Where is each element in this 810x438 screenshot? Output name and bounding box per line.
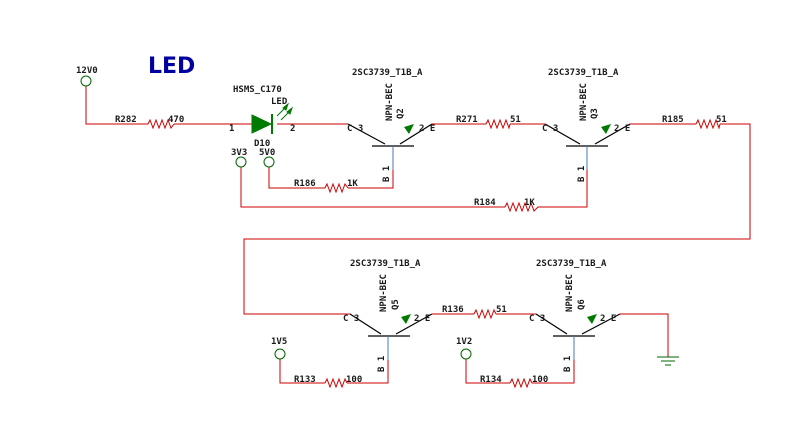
svg-text:1V2: 1V2 xyxy=(456,337,472,347)
svg-text:NPN-BEC: NPN-BEC xyxy=(579,83,589,121)
svg-text:1V5: 1V5 xyxy=(271,337,287,347)
resistor-r185: R185 51 xyxy=(662,115,727,130)
svg-text:12V0: 12V0 xyxy=(76,66,98,76)
svg-text:B 1: B 1 xyxy=(577,166,587,182)
power-1v2: 1V2 xyxy=(456,337,472,360)
svg-text:2SC3739_T1B_A: 2SC3739_T1B_A xyxy=(352,68,423,78)
transistor-q2: 2SC3739_T1B_A NPN-BEC Q2 C 3 2 E B 1 xyxy=(347,68,435,182)
svg-text:2 E: 2 E xyxy=(414,314,430,324)
led-ref: D10 xyxy=(254,139,270,149)
resistor-r184: R184 1K xyxy=(474,198,539,213)
svg-text:1K: 1K xyxy=(524,198,535,208)
svg-text:NPN-BEC: NPN-BEC xyxy=(385,83,395,121)
svg-text:2 E: 2 E xyxy=(614,124,630,134)
svg-text:1K: 1K xyxy=(347,179,358,189)
svg-text:2SC3739_T1B_A: 2SC3739_T1B_A xyxy=(536,259,607,269)
svg-text:51: 51 xyxy=(510,115,521,125)
svg-text:R133: R133 xyxy=(294,375,316,385)
svg-text:R271: R271 xyxy=(456,115,478,125)
led-pin1: 1 xyxy=(229,124,234,134)
svg-text:Q5: Q5 xyxy=(391,299,401,310)
svg-text:B 1: B 1 xyxy=(563,356,573,372)
svg-text:470: 470 xyxy=(168,115,184,125)
ground-icon xyxy=(657,356,679,366)
svg-text:C 3: C 3 xyxy=(529,314,545,324)
svg-text:51: 51 xyxy=(716,115,727,125)
svg-text:Q2: Q2 xyxy=(396,108,406,119)
led-d10: HSMS_C170 LED D10 1 2 xyxy=(229,85,295,149)
svg-text:2 E: 2 E xyxy=(419,124,435,134)
svg-text:R134: R134 xyxy=(480,375,502,385)
resistor-r133: R133 100 xyxy=(294,375,362,389)
power-1v5: 1V5 xyxy=(271,337,287,360)
svg-text:R184: R184 xyxy=(474,198,496,208)
svg-text:C 3: C 3 xyxy=(542,124,558,134)
svg-text:100: 100 xyxy=(346,375,362,385)
svg-text:2 E: 2 E xyxy=(600,314,616,324)
svg-text:R185: R185 xyxy=(662,115,684,125)
svg-text:C 3: C 3 xyxy=(343,314,359,324)
resistor-r282: R282 470 xyxy=(115,115,184,130)
power-3v3: 3V3 xyxy=(231,148,247,168)
led-pin2: 2 xyxy=(290,124,295,134)
transistor-q3: 2SC3739_T1B_A NPN-BEC Q3 C 3 2 E B 1 xyxy=(542,68,631,182)
svg-text:Q6: Q6 xyxy=(577,299,587,310)
svg-text:Q3: Q3 xyxy=(590,108,600,119)
power-12v0: 12V0 xyxy=(76,66,98,87)
svg-text:R186: R186 xyxy=(294,179,316,189)
svg-text:B 1: B 1 xyxy=(382,166,392,182)
transistor-q5: 2SC3739_T1B_A NPN-BEC Q5 C 3 2 E B 1 xyxy=(343,259,433,372)
svg-text:NPN-BEC: NPN-BEC xyxy=(379,274,389,312)
wires xyxy=(85,86,751,384)
svg-text:B 1: B 1 xyxy=(377,356,387,372)
svg-text:51: 51 xyxy=(496,305,507,315)
svg-text:2SC3739_T1B_A: 2SC3739_T1B_A xyxy=(548,68,619,78)
transistor-q6: 2SC3739_T1B_A NPN-BEC Q6 C 3 2 E B 1 xyxy=(529,259,621,372)
svg-text:100: 100 xyxy=(532,375,548,385)
svg-text:NPN-BEC: NPN-BEC xyxy=(565,274,575,312)
led-part: HSMS_C170 xyxy=(233,85,282,95)
resistor-r271: R271 51 xyxy=(456,115,521,130)
resistor-r134: R134 100 xyxy=(480,375,548,389)
svg-text:R282: R282 xyxy=(115,115,137,125)
schematic-title: LED xyxy=(148,54,195,79)
resistor-r136: R136 51 xyxy=(442,305,507,320)
led-type: LED xyxy=(271,97,288,107)
resistor-r186: R186 1K xyxy=(294,179,358,194)
svg-text:2SC3739_T1B_A: 2SC3739_T1B_A xyxy=(350,259,421,269)
power-5v0: 5V0 xyxy=(259,148,275,168)
svg-text:C 3: C 3 xyxy=(347,124,363,134)
svg-text:R136: R136 xyxy=(442,305,464,315)
svg-text:5V0: 5V0 xyxy=(259,148,275,158)
svg-text:3V3: 3V3 xyxy=(231,148,247,158)
